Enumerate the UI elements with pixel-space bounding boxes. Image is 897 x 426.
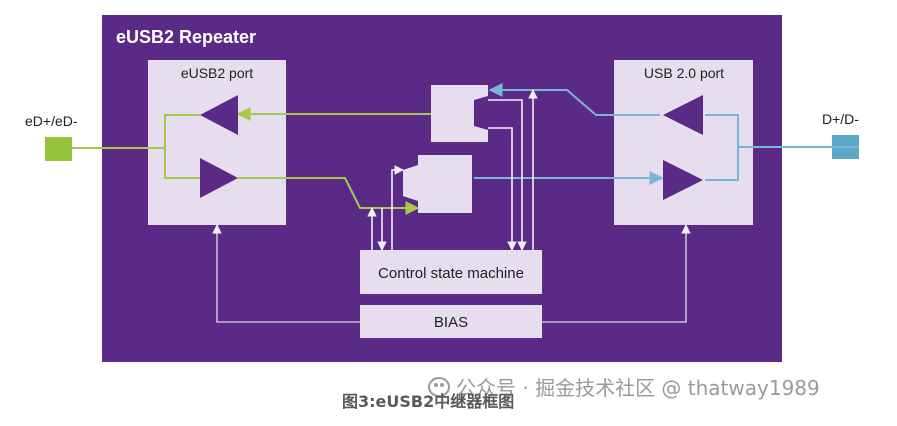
eusb2-tx-buffer-icon: [200, 158, 238, 198]
eusb2-rx-buffer-icon: [200, 95, 238, 135]
usb20-port-block: [614, 60, 753, 225]
control-lines: [367, 89, 538, 251]
usb20-rx-buffer-icon: [663, 95, 703, 135]
lower-mux: [403, 155, 472, 213]
control-state-machine-block: [360, 250, 542, 294]
wechat-icon: [428, 376, 450, 397]
control-state-machine-label: Control state machine: [378, 265, 524, 282]
eusb2-port-label: eUSB2 port: [181, 65, 253, 81]
watermark-text: 公众号 · 掘金技术社区 @ thatway1989: [456, 376, 820, 400]
upper-mux: [431, 85, 488, 142]
bias-label: BIAS: [434, 314, 468, 331]
figure-caption: 图3:eUSB2中继器框图: [342, 392, 515, 411]
eusb2-port-block: [148, 60, 286, 225]
watermark: 公众号 · 掘金技术社区 @ thatway1989: [428, 372, 820, 401]
usb20-tx-buffer-icon: [663, 160, 703, 200]
usb20-port-label: USB 2.0 port: [644, 65, 724, 81]
green-signal-path: [72, 107, 431, 215]
repeater-title: eUSB2 Repeater: [116, 27, 256, 47]
bias-block: [360, 305, 542, 338]
left-pin-square: [45, 137, 72, 161]
right-pin-label: D+/D-: [822, 111, 859, 127]
bias-lines: [212, 224, 691, 323]
left-pin-label: eD+/eD-: [25, 113, 78, 129]
